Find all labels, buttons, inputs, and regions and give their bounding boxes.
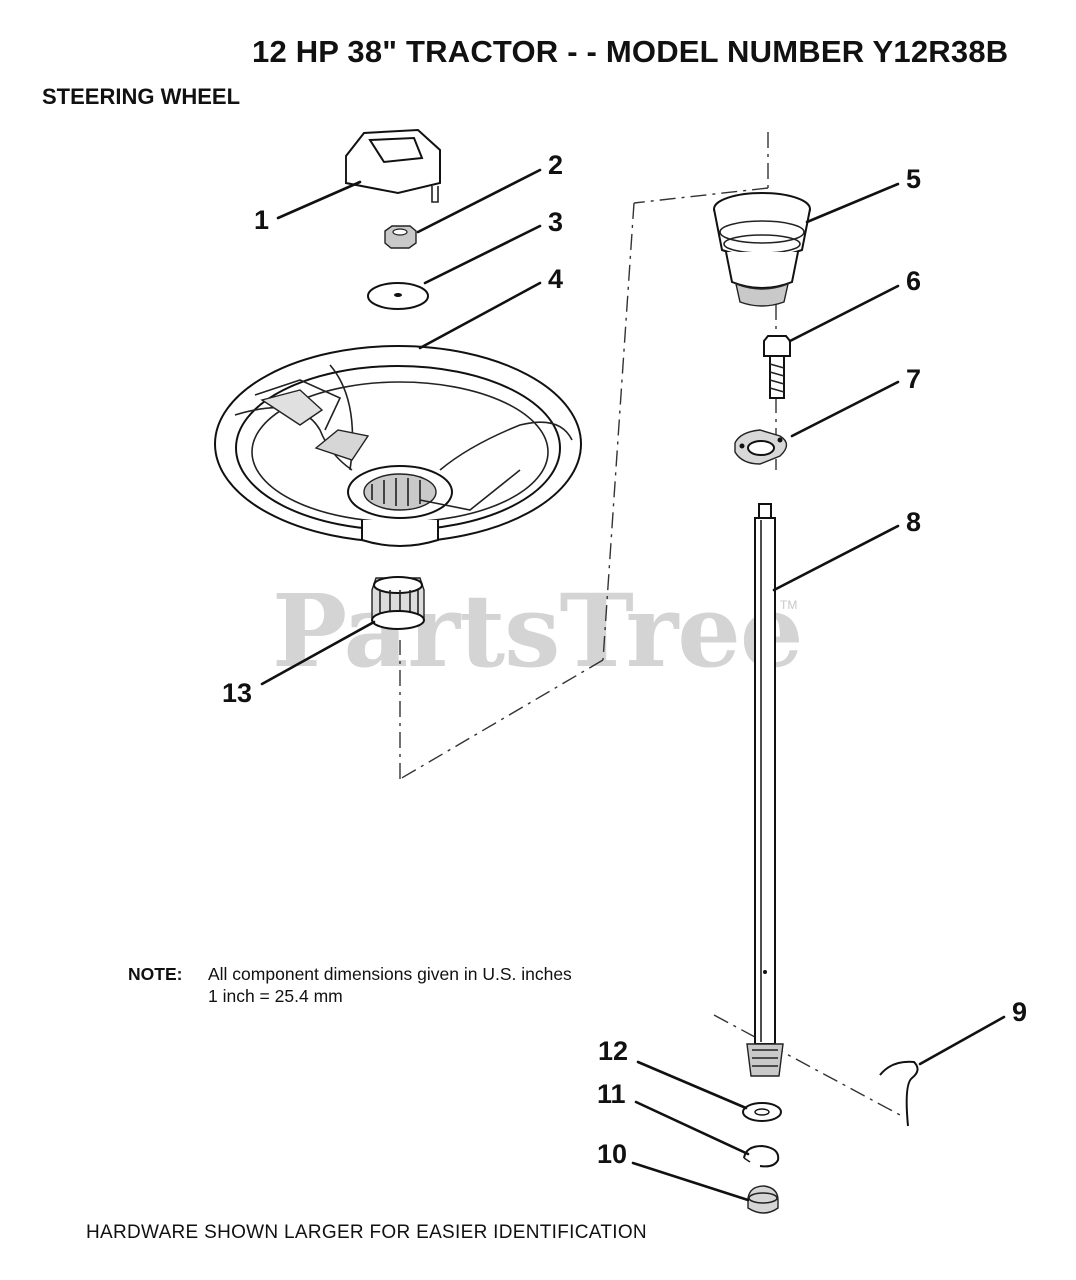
callout-3: 3 (548, 207, 564, 237)
callout-9: 9 (1012, 997, 1028, 1027)
callout-13: 13 (222, 678, 253, 708)
callout-1: 1 (254, 205, 270, 235)
bolt-icon (763, 335, 791, 399)
callout-2: 2 (548, 150, 564, 180)
steering-shaft-icon (746, 503, 784, 1077)
note-label: NOTE: (128, 964, 183, 984)
dimension-note: NOTE: All component dimensions given in U… (128, 964, 572, 1007)
cap-nut-icon (747, 1185, 779, 1214)
flat-washer-icon (742, 1102, 782, 1122)
steering-wheel-icon (214, 345, 582, 547)
retaining-ring-icon (743, 1144, 780, 1168)
section-title: STEERING WHEEL (42, 84, 241, 109)
callout-8: 8 (906, 507, 922, 537)
alignment-lines (399, 132, 901, 1116)
note-line-1: All component dimensions given in U.S. i… (208, 964, 572, 984)
washer-icon (367, 282, 429, 310)
trademark-mark: TM (780, 598, 798, 612)
note-line-2: 1 inch = 25.4 mm (208, 986, 343, 1006)
callout-6: 6 (906, 266, 922, 296)
cap-icon (345, 128, 441, 203)
callout-4: 4 (548, 264, 564, 294)
watermark-text: PartsTree (272, 572, 804, 690)
boot-icon (713, 192, 811, 307)
leader-lines (260, 168, 1006, 1202)
callout-12: 12 (598, 1036, 629, 1066)
callout-11: 11 (597, 1079, 626, 1109)
pin-icon (879, 1060, 919, 1127)
callout-7: 7 (906, 364, 922, 394)
adapter-icon (371, 576, 425, 630)
callout-10: 10 (597, 1139, 628, 1169)
hardware-footnote: HARDWARE SHOWN LARGER FOR EASIER IDENTIF… (86, 1222, 647, 1243)
diagram-title: 12 HP 38" TRACTOR - - MODEL NUMBER Y12R3… (252, 34, 1009, 69)
nut-icon (384, 225, 417, 249)
bearing-flange-icon (734, 429, 788, 465)
callout-5: 5 (906, 164, 922, 194)
